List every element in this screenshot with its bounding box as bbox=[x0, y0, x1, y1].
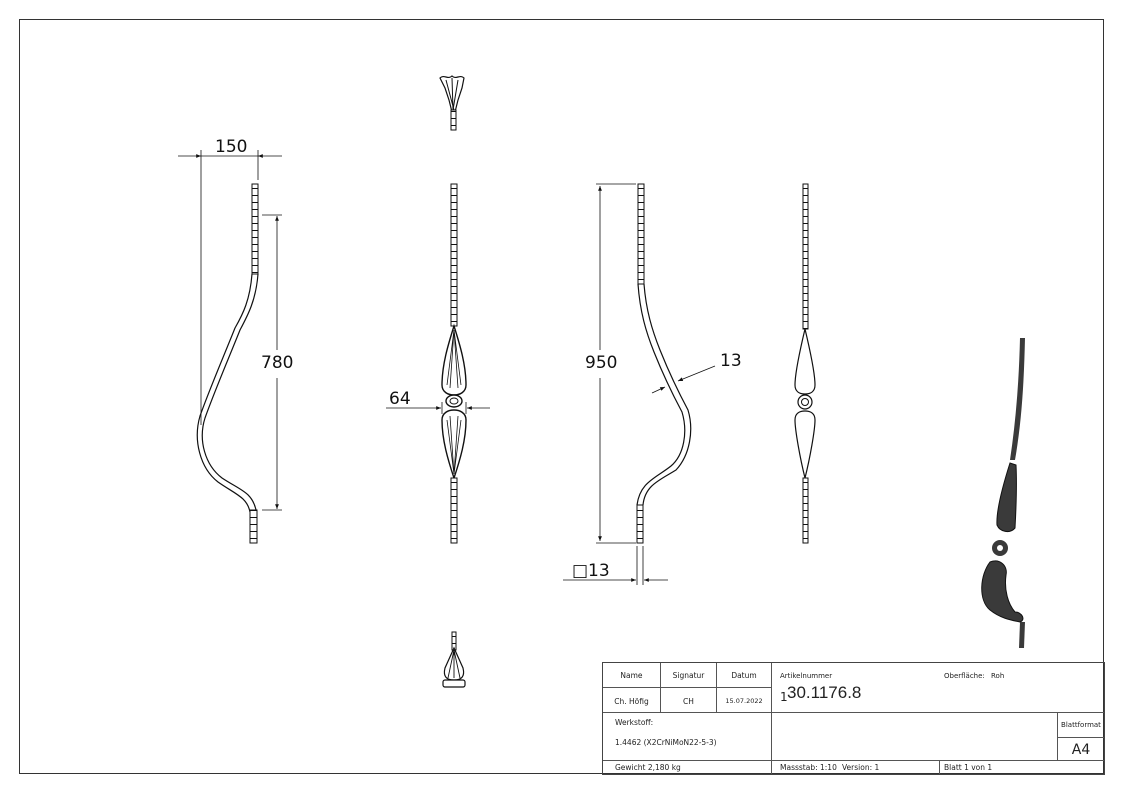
outline-front-view bbox=[794, 183, 816, 544]
name-header: Name bbox=[620, 671, 643, 680]
article-prefix: 1 bbox=[780, 690, 788, 704]
weight: Gewicht 2,180 kg bbox=[603, 760, 771, 774]
dim-950: 950 bbox=[585, 353, 618, 373]
dim-square-13: □13 bbox=[572, 561, 610, 581]
scale: Massstab: 1:10 bbox=[780, 763, 837, 772]
side-profile-view-2 bbox=[563, 183, 716, 585]
isometric-view bbox=[981, 338, 1025, 648]
scale-version-cell: Massstab: 1:10 Version: 1 bbox=[771, 760, 939, 774]
dim-13-thickness: 13 bbox=[720, 351, 742, 371]
dim-64: 64 bbox=[389, 389, 411, 409]
version: Version: 1 bbox=[842, 763, 880, 772]
sheet-format-label: Blattformat bbox=[1057, 712, 1104, 737]
sheet-number: Blatt 1 von 1 bbox=[939, 760, 1104, 774]
drawing-frame bbox=[19, 19, 1104, 774]
front-view bbox=[386, 75, 490, 688]
name-value: Ch. Höfig bbox=[603, 687, 660, 712]
material-label: Werkstoff: bbox=[615, 718, 654, 727]
article-label: Artikelnummer bbox=[780, 672, 833, 680]
surface-value: Roh bbox=[991, 672, 1005, 680]
title-block: Name Signatur Datum Ch. Höfig CH 15.07.2… bbox=[602, 662, 1105, 775]
article-number: 30.1176.8 bbox=[787, 683, 862, 702]
bottom-finial-detail bbox=[442, 631, 466, 688]
blank-cell bbox=[771, 712, 1057, 760]
surface-label: Oberfläche: bbox=[944, 672, 985, 680]
signature-header: Signatur bbox=[660, 663, 716, 687]
sheet-format-value: A4 bbox=[1057, 737, 1104, 760]
material-cell: Werkstoff: 1.4462 (X2CrNiMoN22-5-3) bbox=[603, 712, 771, 760]
side-profile-view-1 bbox=[178, 150, 282, 544]
date-header: Datum bbox=[716, 663, 771, 687]
dim-150: 150 bbox=[215, 137, 248, 157]
date-value: 15.07.2022 bbox=[716, 687, 771, 712]
article-cell: Artikelnummer 1 30.1176.8 Oberfläche: Ro… bbox=[771, 663, 1104, 712]
top-finial-detail bbox=[439, 75, 465, 131]
material-value: 1.4462 (X2CrNiMoN22-5-3) bbox=[615, 738, 717, 747]
signature-value: CH bbox=[660, 687, 716, 712]
dim-780: 780 bbox=[261, 353, 294, 373]
